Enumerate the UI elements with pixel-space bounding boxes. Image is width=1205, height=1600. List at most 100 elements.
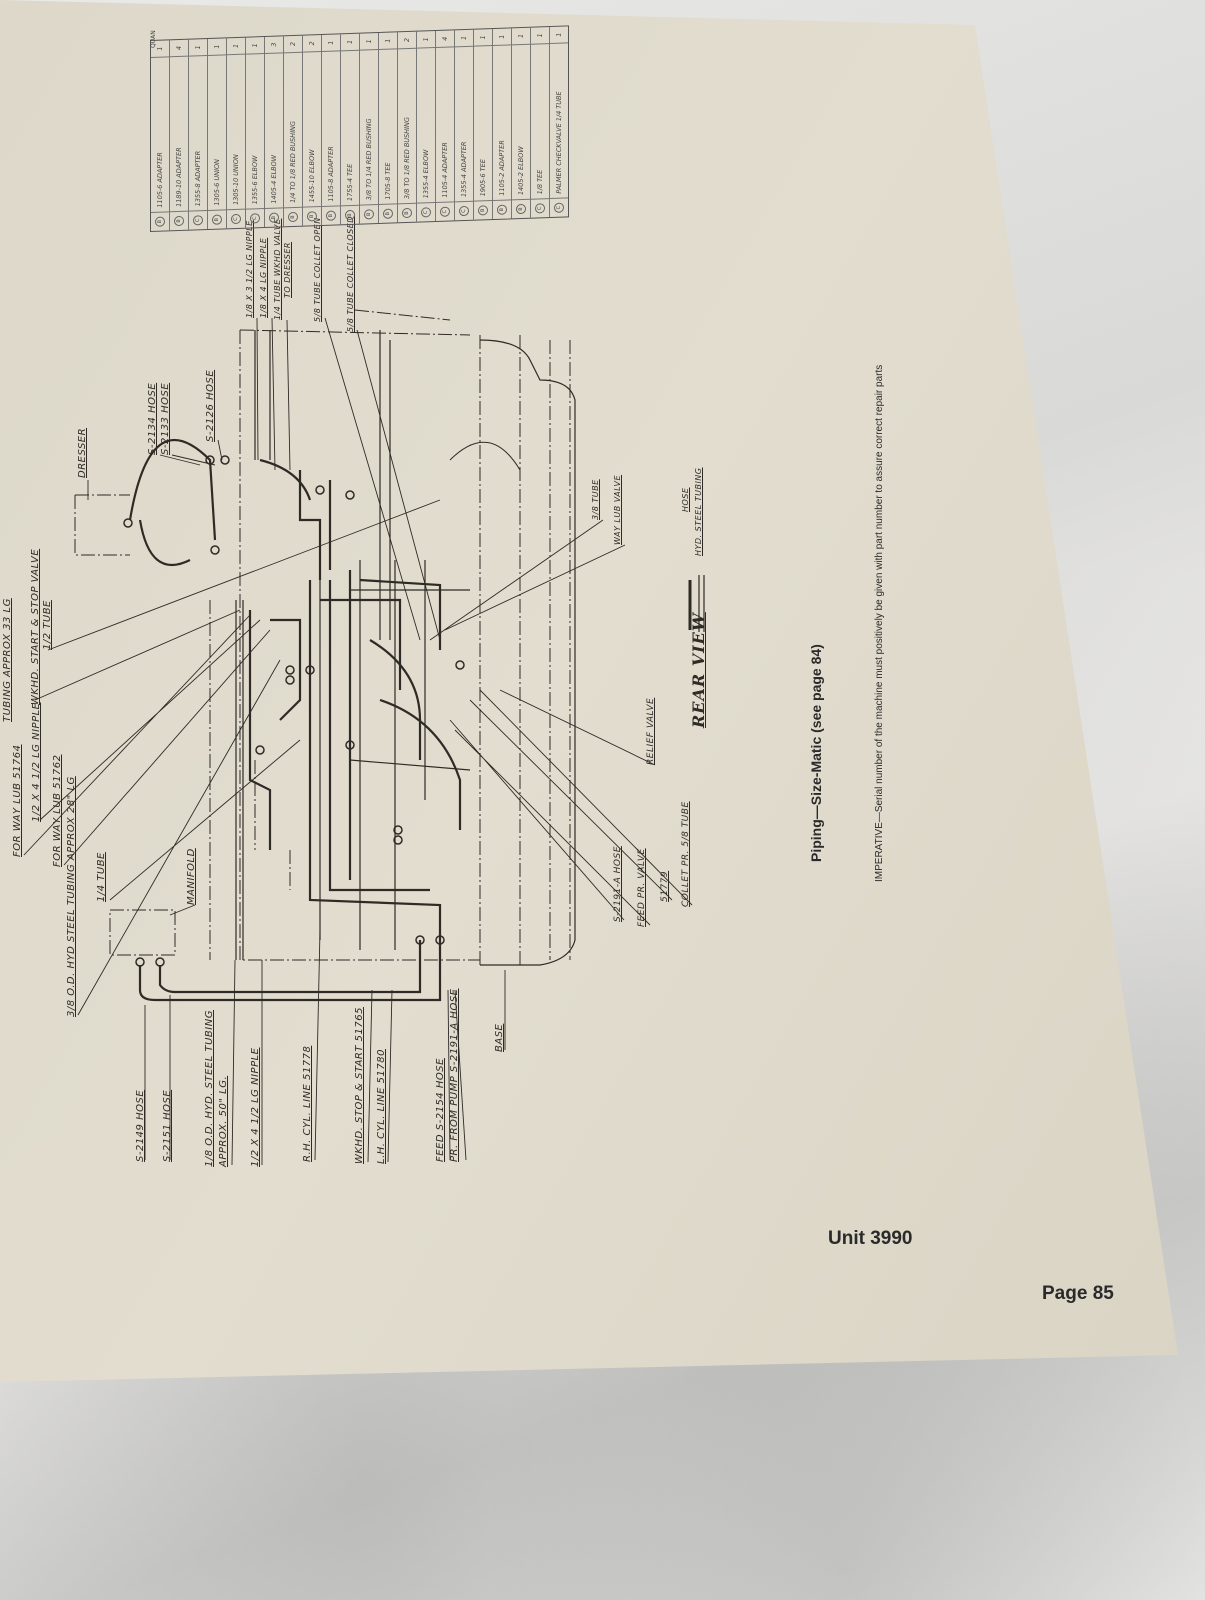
size-code: B — [360, 204, 378, 224]
table-row: C 1105-4 ADAPTER 4 — [436, 30, 455, 222]
size-code-text: C — [421, 207, 431, 218]
part-description: 1355-6 ELBOW — [251, 155, 259, 205]
table-row: B 1105-2 ADAPTER 1 — [493, 28, 512, 220]
label-wkhd-start-stop: WKHD. START & STOP VALVE — [30, 548, 41, 705]
table-row: B 1755-4 TEE 1 — [341, 33, 360, 225]
size-code-text: C — [250, 213, 260, 224]
label-base: BASE — [494, 1023, 505, 1052]
label-manifold: MANIFOLD — [186, 848, 197, 905]
table-row: C 1355-8 ADAPTER 1 — [189, 38, 208, 230]
label-nipple: 1/2 X 4 1/2 LG NIPPLE — [31, 702, 42, 823]
label-collet-closed: 5/8 TUBE COLLET CLOSED — [346, 216, 355, 332]
size-code: C — [227, 208, 245, 229]
part-description: 1355-4 ELBOW — [422, 149, 430, 199]
machine-outline — [74, 309, 571, 965]
size-code: C — [436, 201, 454, 222]
table-row: B 1705-8 TEE 1 — [379, 32, 398, 224]
quantity: 1 — [189, 39, 207, 57]
size-code-text: B — [326, 210, 336, 221]
label-approx-50: APPROX. 50" LG. — [218, 1075, 229, 1167]
size-code-text: B — [516, 203, 526, 215]
part-description: 1105-8 ADAPTER — [327, 146, 335, 202]
label-for-way-lub-51762: FOR WAY LUB 51762 — [52, 754, 63, 867]
quantity: 1 — [455, 29, 473, 48]
quantity: 2 — [398, 31, 416, 50]
label-nipple-bottom: 1/2 X 4 1/2 LG NIPPLE — [250, 1047, 261, 1168]
label-lh-cyl-line: L.H. CYL. LINE 51780 — [376, 1049, 387, 1164]
imperative-note: IMPERATIVE—Serial number of the machine … — [874, 364, 885, 882]
table-row: C 1355-4 ELBOW 1 — [417, 31, 436, 222]
size-code: B — [208, 209, 226, 229]
label-od-tubing-28: 3/8 O.D. HYD STEEL TUBING APPROX 28" LG — [66, 776, 77, 1017]
size-code-text: C — [231, 213, 241, 225]
legend-hose: HOSE — [681, 487, 690, 512]
part-description: 3/8 TO 1/8 RED BUSHING — [403, 116, 411, 200]
page-number: Page 85 — [1042, 1283, 1114, 1304]
quantity: 1 — [493, 28, 511, 47]
label-s2126-hose: S-2126 HOSE — [205, 369, 216, 442]
table-row: B 3/8 TO 1/8 RED BUSHING 2 — [398, 31, 417, 223]
size-code-text: B — [212, 214, 222, 225]
label-s2151-hose: S-2151 HOSE — [162, 1089, 173, 1162]
quantity: 1 — [512, 27, 530, 46]
label-relief-valve: RELIEF VALVE — [646, 697, 656, 765]
table-row: B 1189-10 ADAPTER 4 — [170, 39, 189, 231]
label-feed-hose: FEED S-2154 HOSE — [435, 1058, 446, 1162]
quantity: 1 — [208, 38, 226, 56]
part-description: 1189-10 ADAPTER — [175, 147, 183, 208]
size-code: C — [246, 208, 264, 228]
part-description: 1405-4 ELBOW — [270, 154, 278, 204]
quantity: 1 — [322, 34, 340, 52]
table-row: C 1355-4 ADAPTER 1 — [455, 29, 474, 221]
part-description: 1405-2 ELBOW — [517, 146, 525, 196]
size-code-text: C — [459, 205, 469, 217]
size-code: B — [379, 203, 397, 224]
size-code-text: B — [288, 211, 298, 223]
legend-swatches — [688, 575, 705, 632]
table-row: C 1355-6 ELBOW 1 — [246, 36, 265, 228]
base-outline — [479, 339, 576, 966]
label-tubing-approx-33: TUBING APPROX 33 LG — [2, 598, 13, 722]
label-s2133-hose: S-2133 HOSE — [160, 382, 171, 455]
size-code: B — [512, 198, 530, 219]
size-code: C — [455, 200, 473, 221]
size-code-text: C — [554, 202, 564, 213]
size-code-text: C — [440, 206, 450, 217]
size-code: C — [550, 197, 568, 218]
quantity: 1 — [151, 40, 169, 58]
part-description: 1305-6 UNION — [213, 158, 221, 206]
legend-tubing: HYD. STEEL TUBING — [694, 467, 703, 557]
part-description: 1105-2 ADAPTER — [498, 140, 506, 196]
size-code: B — [151, 211, 169, 231]
table-row: B 1905-6 TEE 1 — [474, 29, 493, 220]
quantity: 1 — [246, 37, 264, 55]
quantity: 1 — [341, 33, 359, 52]
size-code: B — [341, 204, 359, 225]
size-code: B — [493, 199, 511, 220]
quantity: 4 — [436, 30, 454, 49]
table-row: B 1405-2 ELBOW 1 — [512, 27, 531, 219]
part-description: 1755-4 TEE — [346, 163, 354, 202]
size-code-text: B — [155, 216, 165, 227]
size-code-text: B — [478, 205, 488, 216]
label-collet-pr: COLLET PR. 5/8 TUBE — [681, 801, 691, 907]
size-code: B — [303, 206, 321, 226]
size-code: B — [322, 205, 340, 225]
size-code: B — [170, 210, 188, 231]
part-description: PALMER CHECKVALVE 1/4 TUBE — [555, 91, 563, 194]
fittings — [123, 455, 465, 967]
label-s2191a-hose: S-2191-A HOSE — [613, 846, 623, 922]
label-feed-pr-valve: FEED PR. VALVE — [637, 848, 647, 927]
quantity: 1 — [417, 31, 435, 49]
label-nipple-3-half: 1/8 X 3 1/2 LG NIPPLE — [245, 220, 254, 318]
label-s2134-hose: S-2134 HOSE — [147, 382, 158, 455]
part-description: 1105-4 ADAPTER — [441, 142, 449, 198]
size-code-text: B — [364, 209, 374, 220]
label-od-tubing-50: 1/8 O.D. HYD. STEEL TUBING — [204, 1010, 215, 1167]
size-code: B — [398, 202, 416, 223]
size-code-text: B — [345, 209, 355, 221]
size-code: B — [284, 206, 302, 227]
table-row: B 1305-6 UNION 1 — [208, 38, 227, 229]
quantity: 1 — [550, 26, 568, 45]
